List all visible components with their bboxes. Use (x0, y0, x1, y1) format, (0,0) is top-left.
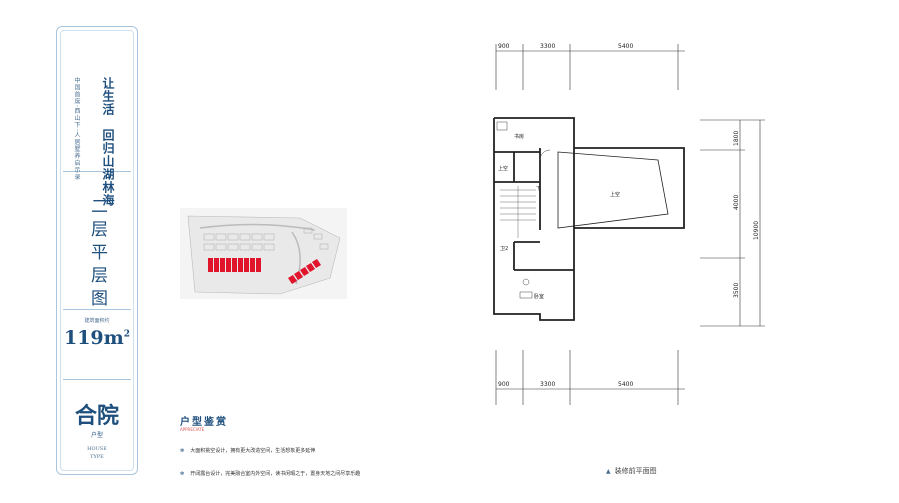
dim-top-3: 5400 (618, 43, 633, 50)
room-study: 书房 (514, 133, 524, 140)
room-bedroom: 卧室 (534, 293, 544, 300)
dim-bottom-3: 5400 (618, 381, 633, 388)
room-void-small: 上空 (498, 165, 508, 172)
dim-bottom-1: 900 (498, 381, 510, 388)
appreciation-subtitle: APPRECIATE (180, 427, 205, 432)
sidebar-inner-frame (60, 30, 134, 471)
dim-bottom-2: 3300 (540, 381, 555, 388)
house-type: 户型 (90, 432, 103, 439)
dim-top-1: 900 (498, 43, 510, 50)
slogan-sub: 中国首席·西山下·人居墅养启示录 (73, 77, 80, 181)
area-value: 119m2 (63, 327, 131, 349)
dim-right-1: 1800 (733, 131, 740, 146)
highlighted-units (208, 258, 321, 284)
plan-caption: ▲装修前平面图 (606, 467, 657, 475)
dim-top-2: 3300 (540, 43, 555, 50)
sidebar-divider (63, 171, 131, 172)
asterisk-icon: ✻ (180, 471, 185, 477)
slogan-main: 让生活 回归山湖林海 (101, 77, 115, 207)
site-plan-image (180, 208, 347, 299)
house-name: 合院 (74, 403, 119, 429)
room-bathroom: 卫2 (500, 246, 508, 252)
feature-bullet: ✻开阔露台设计，完美融合室内外空间，读书闲暇之于，置身天地之间尽享乐趣 (180, 471, 361, 477)
sidebar-divider (63, 309, 131, 310)
dim-right-2: 4000 (733, 195, 740, 210)
dim-right-total: 10900 (753, 221, 760, 240)
sidebar-divider (63, 379, 131, 380)
dim-right-3: 3500 (733, 283, 740, 298)
floor-plan: 书房 上空 上空 卫2 卧室 下 900 3300 5400 900 3300 … (493, 43, 765, 405)
stair-label: 下 (536, 186, 541, 192)
appreciation-title: 户型鉴赏 (180, 417, 228, 428)
sidebar-panel: 让生活 回归山湖林海 中国首席·西山下·人居墅养启示录 二层平层图 建筑面积约 … (56, 26, 138, 475)
area-label: 建筑面积约 (84, 318, 110, 324)
room-void-large: 上空 (610, 191, 620, 198)
triangle-icon: ▲ (606, 468, 611, 475)
floor-title: 二层平层图 (87, 197, 107, 312)
asterisk-icon: ✻ (180, 448, 185, 454)
feature-bullet: ✻大面积挑空设计，拥有更大改造空间，生活想象更多延伸 (180, 448, 316, 454)
